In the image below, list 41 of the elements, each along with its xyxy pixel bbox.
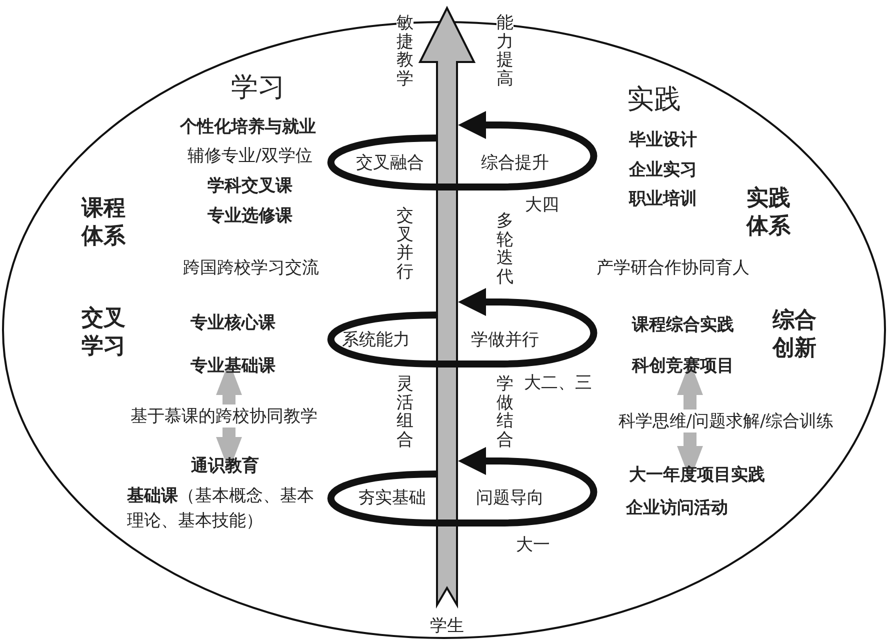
base-label: 学生 <box>430 616 464 636</box>
course-text: 辅修专业/双学位 <box>188 146 312 166</box>
section-heading: 学习 <box>231 72 285 104</box>
loop-label: 问题导向 <box>476 488 544 508</box>
vertical-caption: 敏捷教学 <box>396 14 414 89</box>
course-text: 专业基础课 <box>190 356 276 376</box>
course-text: 大一年度项目实践 <box>629 464 765 486</box>
practice-text: 企业实习 <box>629 160 697 180</box>
section-heading: 实践 <box>627 84 681 116</box>
course-text: 专业选修课 <box>208 206 292 226</box>
vertical-caption: 灵活组合 <box>396 375 414 450</box>
year-label: 大一 <box>516 534 550 556</box>
course-text: 通识教育 <box>191 456 259 476</box>
year-label: 大四 <box>525 194 559 216</box>
loop-label: 综合提升 <box>481 152 549 174</box>
course-text: 个性化培养与就业 <box>180 116 316 138</box>
vertical-caption: 多轮迭代 <box>496 212 514 287</box>
vertical-caption: 能力提高 <box>496 14 514 89</box>
course-text: 专业核心课 <box>190 312 276 334</box>
vertical-caption: 交叉并行 <box>396 207 414 282</box>
category-heading: 课程体系 <box>81 195 126 250</box>
year-label: 大二、三 <box>524 372 592 394</box>
course-text: 跨国跨校学习交流 <box>183 258 319 278</box>
category-heading: 交叉学习 <box>81 305 126 360</box>
practice-text: 产学研合作协同育人 <box>596 258 750 278</box>
edge-label: 科学思维/问题求解/综合训练 <box>617 409 835 432</box>
practice-text: 企业访问活动 <box>626 498 728 518</box>
course-text: 科创竞赛项目 <box>632 356 734 376</box>
practice-text: 课程综合实践 <box>632 314 734 336</box>
vertical-caption: 学做结合 <box>496 375 514 450</box>
practice-text: 职业培训 <box>629 188 697 210</box>
practice-text: 毕业设计 <box>629 130 697 150</box>
edge-label: 基于慕课的跨校协同教学 <box>130 404 318 428</box>
course-text: 学科交叉课 <box>208 176 292 196</box>
category-heading: 综合创新 <box>772 307 818 362</box>
loop-label: 夯实基础 <box>358 488 426 508</box>
loop-label: 学做并行 <box>471 330 539 350</box>
course-text: 基础课（基本概念、基本理论、基本技能） <box>127 485 315 533</box>
loop-label: 交叉融合 <box>356 152 424 174</box>
loop-label: 系统能力 <box>342 330 410 350</box>
category-heading: 实践体系 <box>746 185 792 240</box>
